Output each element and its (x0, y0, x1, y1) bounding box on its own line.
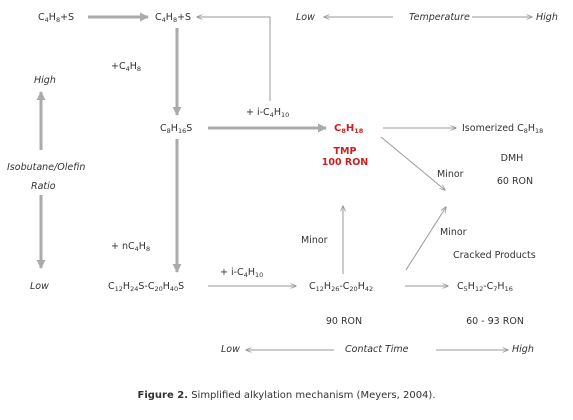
species-butene-s-left: C4H8+S (38, 12, 75, 24)
temperature-low: Low (296, 12, 315, 23)
species-cracked-range: C5H12-C7H16 (457, 281, 513, 293)
label-add-butene: +C4H8 (111, 61, 142, 73)
contact-time-high: High (512, 344, 534, 355)
arrow-to-dmh (380, 136, 445, 190)
species-c8h16s: C8H16S (160, 123, 193, 135)
label-dmh-ron: 60 RON (496, 176, 534, 187)
label-minor-cracked: Minor (440, 227, 467, 238)
species-heavy-sulfide: C12H24S-C20H40S (108, 281, 185, 293)
species-c8h18: C8H18 (334, 123, 364, 135)
contact-time-label: Contact Time (345, 344, 409, 355)
label-cracked-products: Cracked Products (453, 250, 536, 261)
label-add-isobutane-top: + i-C4H10 (246, 107, 290, 119)
label-dmh: DMH (500, 153, 524, 164)
species-isomerized: Isomerized C8H18 (462, 123, 544, 135)
contact-time-low: Low (221, 344, 240, 355)
ratio-label-line1: Isobutane/Olefin (7, 162, 86, 173)
label-tmp-ron: 100 RON (321, 157, 369, 168)
species-butene-s-right: C4H8+S (155, 12, 192, 24)
arrow-loop-back (197, 17, 271, 101)
ratio-high: High (34, 75, 56, 86)
label-add-nc4h8: + nC4H8 (111, 241, 151, 253)
label-tmp: TMP (333, 146, 357, 157)
caption-text: Simplified alkylation mechanism (Meyers,… (191, 390, 436, 401)
ratio-label-line2: Ratio (31, 181, 56, 192)
label-minor-dmh: Minor (437, 169, 464, 180)
species-heavy-alkane: C12H26-C20H42 (309, 281, 374, 293)
ratio-low: Low (30, 281, 49, 292)
label-cracked-ron: 60 - 93 RON (466, 316, 524, 327)
label-add-isobutane-bottom: + i-C4H10 (220, 267, 264, 279)
label-heavy-ron: 90 RON (325, 316, 363, 327)
label-minor-heavy-alkane: Minor (301, 235, 328, 246)
temperature-label: Temperature (409, 12, 470, 23)
figure-caption: Figure 2. Simplified alkylation mechanis… (0, 390, 573, 401)
temperature-high: High (536, 12, 558, 23)
arrow-heavy-to-cracked-minor (405, 207, 446, 271)
caption-figure-label: Figure 2. (137, 390, 189, 401)
